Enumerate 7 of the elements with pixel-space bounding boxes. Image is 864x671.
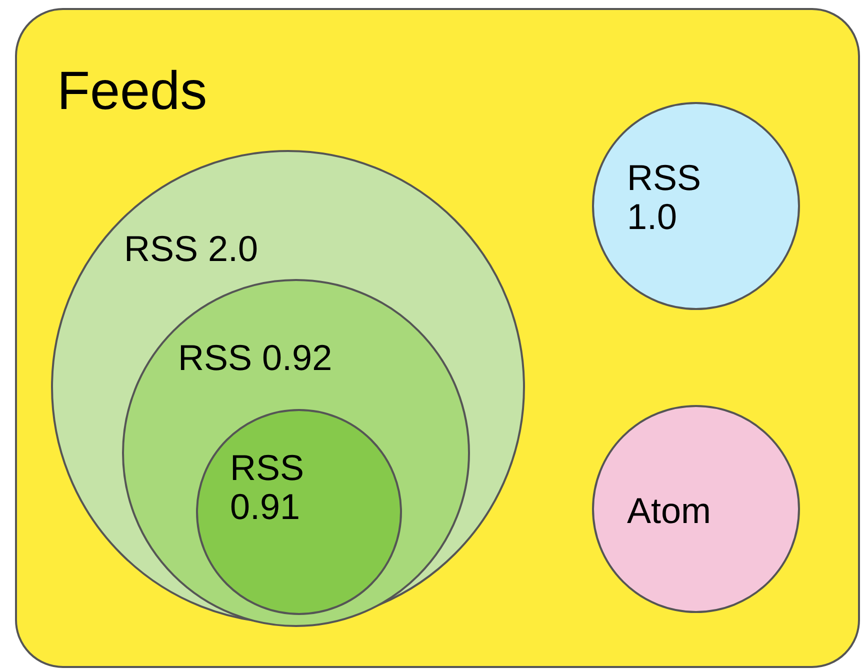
set-label: RSS 0.91	[230, 449, 306, 527]
set-label: Feeds	[57, 62, 208, 120]
group-panel	[15, 8, 860, 668]
set-label: RSS 1.0	[627, 159, 702, 237]
set-label: RSS 0.92	[178, 339, 332, 378]
set-label: RSS 2.0	[124, 230, 258, 269]
set-label: Atom	[627, 492, 712, 531]
